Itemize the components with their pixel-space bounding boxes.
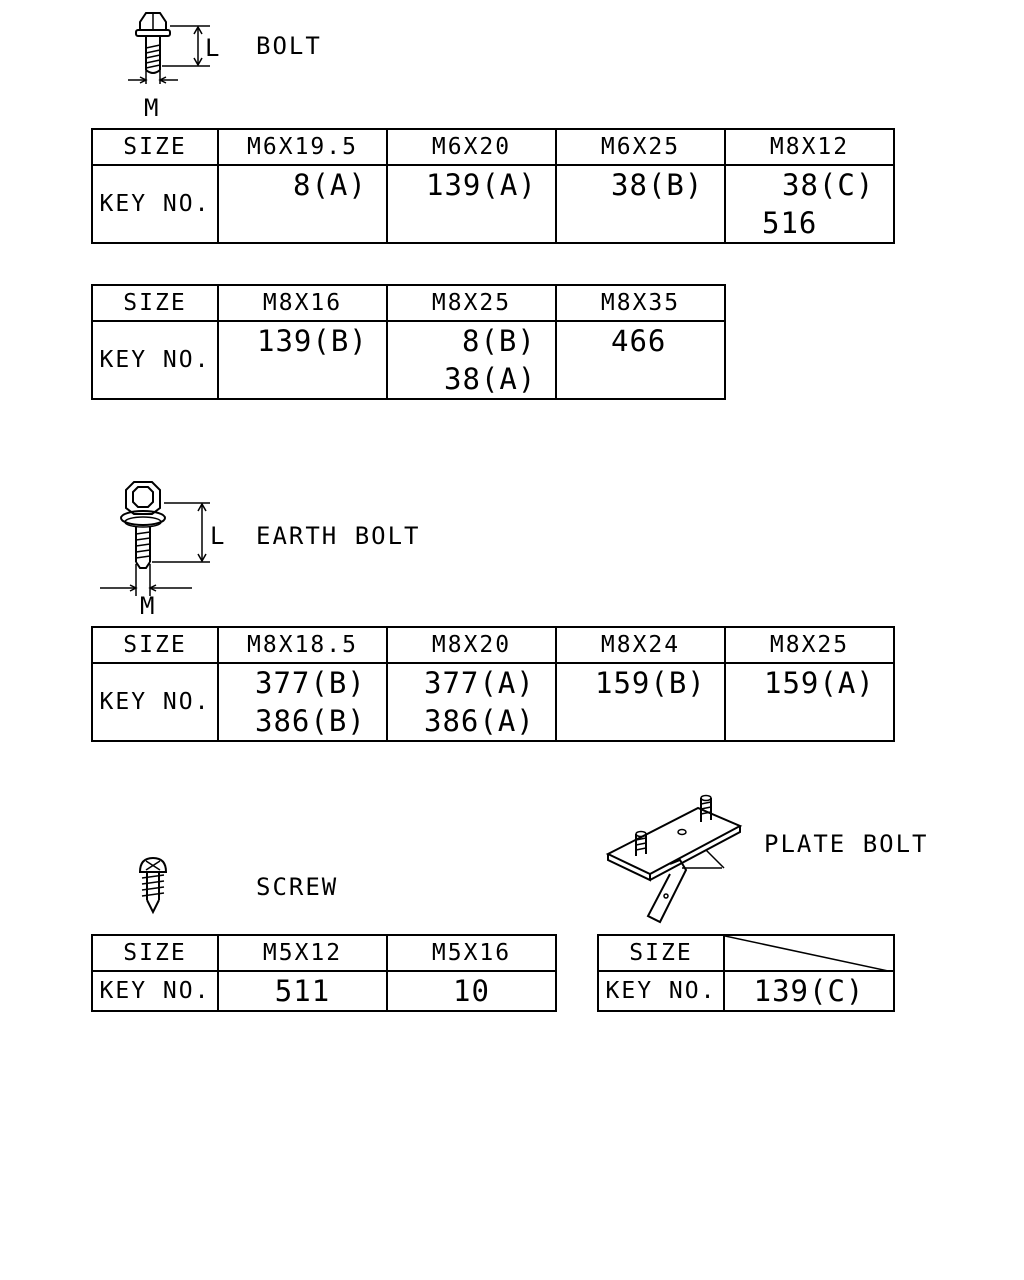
- key-cell: 511: [217, 970, 388, 1012]
- size-header: SIZE: [91, 626, 219, 664]
- size-cell: M6X19.5: [217, 128, 388, 166]
- screw-table: SIZE M5X12 M5X16 KEY NO. 511 10: [91, 934, 557, 1012]
- key-value: 511: [274, 974, 331, 1008]
- key-cell: 139(B): [217, 320, 388, 400]
- key-value: 139(B): [257, 324, 368, 358]
- earth-bolt-dim-m: M: [140, 592, 157, 620]
- key-cell: 38(C) 516: [724, 164, 895, 244]
- bolt-table-1: SIZE M6X19.5 M6X20 M6X25 M8X12 KEY NO. 8…: [91, 128, 895, 244]
- key-cell: 8(B) 38(A): [386, 320, 557, 400]
- key-value: 386(A): [424, 704, 535, 738]
- key-value: 139(C): [753, 974, 865, 1008]
- size-cell: M8X25: [386, 284, 557, 322]
- size-cell: M5X12: [217, 934, 388, 972]
- bolt-icon: [118, 8, 228, 118]
- key-cell: 139(A): [386, 164, 557, 244]
- key-cell: 10: [386, 970, 557, 1012]
- key-value: 38(A): [444, 362, 537, 396]
- screw-icon: [136, 856, 172, 916]
- plate-bolt-icon: [600, 790, 750, 926]
- key-cell: 159(A): [724, 662, 895, 742]
- plate-bolt-title: PLATE BOLT: [764, 830, 929, 858]
- key-value: 516: [762, 206, 818, 240]
- key-value: 386(B): [255, 704, 366, 738]
- size-cell: M6X20: [386, 128, 557, 166]
- key-cell: 38(B): [555, 164, 726, 244]
- key-value: 8(A): [293, 168, 367, 202]
- earth-bolt-title: EARTH BOLT: [256, 522, 421, 550]
- bolt-dim-m: M: [144, 94, 161, 122]
- key-header: KEY NO.: [91, 662, 219, 742]
- size-header: SIZE: [91, 284, 219, 322]
- size-cell: M8X16: [217, 284, 388, 322]
- bolt-dim-l: L: [205, 34, 222, 62]
- key-cell: 8(A): [217, 164, 388, 244]
- key-value: 38(C): [782, 168, 875, 202]
- size-cell: M8X24: [555, 626, 726, 664]
- size-cell: M5X16: [386, 934, 557, 972]
- key-value: 377(A): [424, 666, 535, 700]
- size-header: SIZE: [91, 128, 219, 166]
- bolt-table-2: SIZE M8X16 M8X25 M8X35 KEY NO. 139(B) 8(…: [91, 284, 726, 400]
- key-value: 139(A): [426, 168, 537, 202]
- size-cell: M8X18.5: [217, 626, 388, 664]
- screw-title: SCREW: [256, 873, 339, 901]
- bolt-title: BOLT: [256, 32, 322, 60]
- plate-bolt-table: SIZE KEY NO. 139(C): [597, 934, 895, 1012]
- size-cell: M8X12: [724, 128, 895, 166]
- size-cell-empty: [723, 934, 895, 972]
- size-cell: M8X25: [724, 626, 895, 664]
- key-cell: 377(A) 386(A): [386, 662, 557, 742]
- key-value: 8(B): [462, 324, 536, 358]
- earth-bolt-table: SIZE M8X18.5 M8X20 M8X24 M8X25 KEY NO. 3…: [91, 626, 895, 742]
- key-cell: 466: [555, 320, 726, 400]
- key-header: KEY NO.: [597, 970, 725, 1012]
- earth-bolt-dim-l: L: [210, 522, 227, 550]
- key-value: 38(B): [611, 168, 704, 202]
- key-header: KEY NO.: [91, 164, 219, 244]
- size-cell: M8X35: [555, 284, 726, 322]
- diagonal-line: [725, 936, 893, 972]
- size-cell: M8X20: [386, 626, 557, 664]
- key-cell: 159(B): [555, 662, 726, 742]
- size-header: SIZE: [91, 934, 219, 972]
- key-value: 159(A): [764, 666, 875, 700]
- size-cell: M6X25: [555, 128, 726, 166]
- key-header: KEY NO.: [91, 320, 219, 400]
- key-cell: 377(B) 386(B): [217, 662, 388, 742]
- key-value: 159(B): [595, 666, 706, 700]
- key-value: 377(B): [255, 666, 366, 700]
- key-header: KEY NO.: [91, 970, 219, 1012]
- size-header: SIZE: [597, 934, 725, 972]
- key-cell: 139(C): [723, 970, 895, 1012]
- key-value: 10: [453, 974, 490, 1008]
- earth-bolt-icon: [96, 478, 226, 608]
- key-value: 466: [611, 324, 667, 358]
